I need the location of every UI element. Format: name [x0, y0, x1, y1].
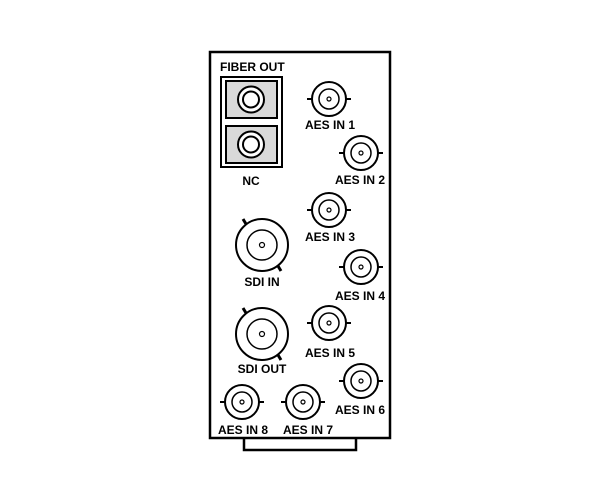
fiber-out-label: FIBER OUT: [220, 60, 285, 74]
aes-in-4-connector: [339, 249, 383, 285]
aes-in-3-label: AES IN 3: [305, 230, 355, 244]
aes-in-8-label: AES IN 8: [218, 423, 268, 437]
aes-in-4-label: AES IN 4: [335, 289, 385, 303]
aes-in-2-label: AES IN 2: [335, 173, 385, 187]
sdi-in-label: SDI IN: [244, 275, 279, 289]
aes-in-3-connector: [307, 192, 351, 228]
nc-label: NC: [242, 174, 260, 188]
fiber-out-frame: [220, 76, 283, 168]
panel-bottom-tab: [242, 438, 358, 452]
aes-in-6-label: AES IN 6: [335, 403, 385, 417]
aes-in-7-label: AES IN 7: [283, 423, 333, 437]
sdi-out-label: SDI OUT: [238, 362, 287, 376]
panel-outline: [208, 50, 392, 440]
fiber-out-connector: [220, 76, 283, 168]
aes-in-1-label: AES IN 1: [305, 118, 355, 132]
aes-in-7-connector: [281, 384, 325, 420]
aes-in-8-connector: [220, 384, 264, 420]
aes-in-6-connector: [339, 363, 383, 399]
aes-in-1-connector: [307, 81, 351, 117]
sdi-in-connector: [235, 218, 289, 272]
aes-in-2-connector: [339, 135, 383, 171]
aes-in-5-label: AES IN 5: [305, 346, 355, 360]
aes-in-5-connector: [307, 305, 351, 341]
sdi-out-connector: [235, 307, 289, 361]
